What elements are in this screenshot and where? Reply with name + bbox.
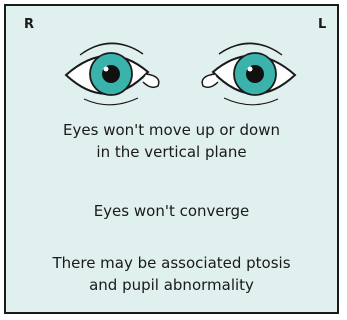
right-caruncle	[143, 74, 159, 87]
left-caruncle	[202, 74, 218, 87]
caption-ptosis-line2: and pupil abnormality	[4, 274, 339, 296]
left-eye-glint	[248, 67, 253, 72]
right-eye-glint	[104, 67, 109, 72]
left-lower-lid	[224, 98, 278, 105]
right-lower-lid	[84, 98, 138, 105]
caption-ptosis-line1: There may be associated ptosis	[4, 252, 339, 274]
right-eye	[66, 43, 159, 105]
caption-vertical-line1: Eyes won't move up or down	[4, 119, 339, 141]
left-eye	[202, 43, 295, 105]
caption-vertical-line2: in the vertical plane	[4, 141, 339, 163]
caption-converge: Eyes won't converge	[4, 200, 339, 222]
